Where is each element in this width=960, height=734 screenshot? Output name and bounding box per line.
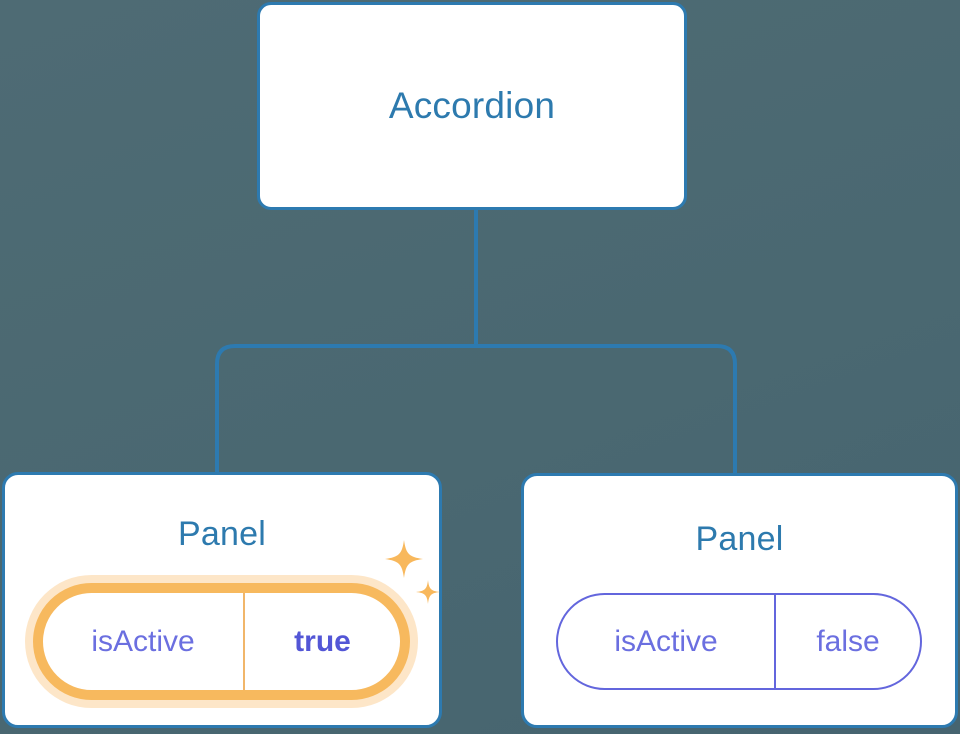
prop-key-label: isActive: [91, 624, 195, 658]
node-accordion[interactable]: Accordion: [257, 2, 687, 210]
prop-value-label: true: [243, 593, 400, 690]
prop-pill-is-active-false[interactable]: isActive false: [556, 593, 922, 690]
edge-bus-to-panels: [215, 344, 737, 473]
node-panel-right-title: Panel: [695, 520, 784, 558]
prop-key-label: isActive: [614, 624, 718, 658]
node-panel-left-title: Panel: [178, 515, 266, 553]
prop-pill-is-active-true[interactable]: isActive true: [33, 583, 410, 700]
prop-value-label: false: [774, 595, 920, 688]
node-accordion-title: Accordion: [388, 85, 556, 126]
